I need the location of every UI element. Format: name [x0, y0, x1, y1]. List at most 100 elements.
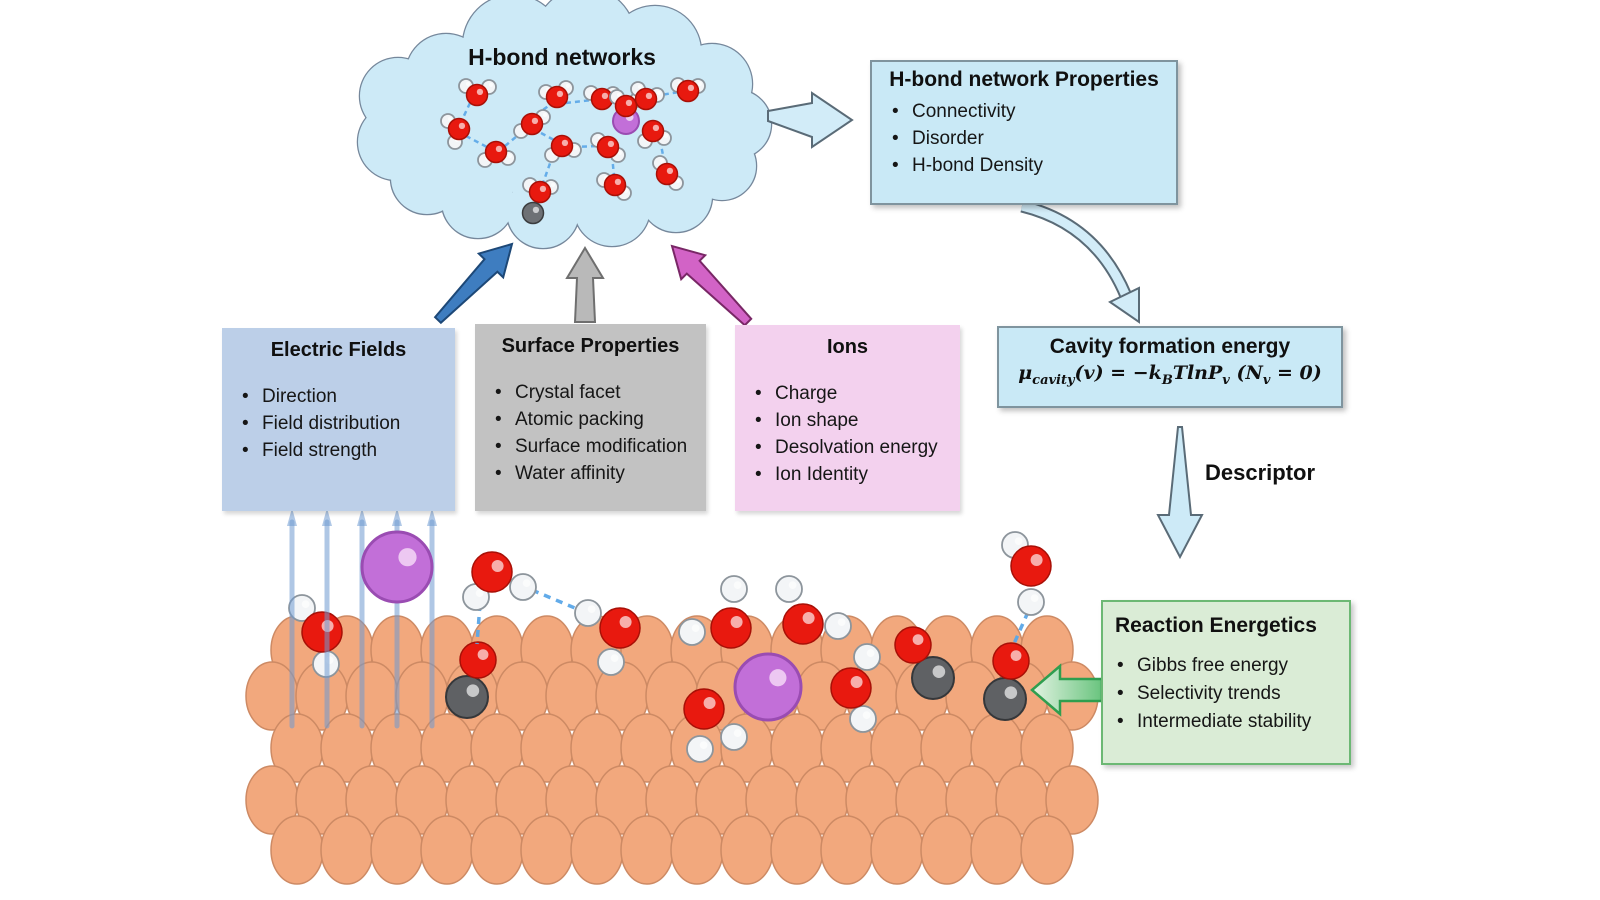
water-molecule	[462, 551, 537, 611]
oxygen-atom	[683, 688, 725, 730]
list-item: Crystal facet	[491, 379, 700, 406]
ions-list: Charge Ion shape Desolvation energy Ion …	[735, 380, 960, 488]
oxygen-atom	[471, 551, 513, 593]
list-item: Ion shape	[751, 407, 954, 434]
ion	[360, 530, 434, 604]
metal-atom	[270, 815, 324, 885]
list-item: Atomic packing	[491, 406, 700, 433]
metal-atom	[820, 815, 874, 885]
metal-atom	[1020, 713, 1074, 783]
surface-hbond-lines	[475, 588, 1030, 647]
list-item: Connectivity	[888, 98, 1170, 125]
adsorbate-atom	[983, 677, 1027, 721]
ions-title: Ions	[826, 336, 869, 358]
metal-atom	[670, 815, 724, 885]
hydrogen-atom	[509, 573, 537, 601]
formula-sub-v2: v	[1262, 372, 1271, 388]
hydrogen-bond-line	[460, 102, 472, 121]
metal-atom	[620, 815, 674, 885]
cloud-to-properties-arrow	[767, 91, 854, 149]
list-item: H-bond Density	[888, 152, 1170, 179]
hbond-properties-panel: H-bond network Properties Connectivity D…	[870, 60, 1178, 205]
ions-to-cloud-arrow	[670, 244, 753, 327]
field-line	[287, 508, 297, 729]
metal-atom	[570, 815, 624, 885]
cloud-molecules	[440, 77, 706, 225]
ion	[733, 652, 803, 722]
oxygen-atom	[301, 611, 343, 653]
cavity-energy-title: Cavity formation energy	[1049, 335, 1291, 358]
hydrogen-atom	[775, 575, 803, 603]
hbond-properties-title: H-bond network Properties	[889, 68, 1159, 91]
water-molecule	[630, 81, 665, 111]
oxygen-atom	[614, 94, 638, 118]
water-molecule	[458, 78, 497, 107]
water-molecule	[652, 155, 684, 191]
adsorbate-atom	[521, 201, 545, 225]
list-item: Direction	[238, 383, 449, 410]
reaction-energetics-panel: Reaction Energetics Gibbs free energy Se…	[1101, 600, 1351, 765]
water-molecule	[596, 172, 632, 201]
electric-to-cloud-arrow	[433, 242, 514, 325]
cloud-title: H-bond networks	[468, 44, 656, 70]
surface-to-cloud-arrow	[565, 246, 605, 323]
adsorbate	[983, 642, 1030, 721]
hydrogen-atom	[853, 643, 881, 671]
metal-atom	[320, 815, 374, 885]
oxygen-atom	[447, 117, 471, 141]
oxygen-atom	[603, 173, 627, 197]
properties-to-cavity-arrow-fill	[1020, 201, 1131, 298]
oxygen-atom	[550, 134, 574, 158]
metal-atom	[720, 815, 774, 885]
hbond-properties-list: Connectivity Disorder H-bond Density	[872, 98, 1176, 179]
list-item: Charge	[751, 380, 954, 407]
electric-fields-panel: Electric Fields Direction Field distribu…	[222, 328, 455, 511]
water-molecule	[670, 77, 706, 103]
hydrogen-bond-line	[540, 131, 555, 142]
water-molecule	[477, 140, 516, 168]
water-molecule	[574, 599, 641, 676]
water-molecule	[522, 177, 559, 204]
reaction-energetics-list: Gibbs free energy Selectivity trends Int…	[1103, 652, 1349, 736]
water-molecule	[830, 643, 881, 733]
hydrogen-bond-line	[465, 134, 488, 149]
field-line	[427, 508, 437, 729]
oxygen-atom	[1010, 545, 1052, 587]
hydrogen-atom	[824, 612, 852, 640]
surface-properties-list: Crystal facet Atomic packing Surface mod…	[475, 379, 706, 487]
formula-tlnp: TlnP	[1172, 362, 1223, 384]
formula-sub-cavity: cavity	[1032, 372, 1075, 388]
field-line	[322, 508, 332, 729]
hydrogen-atom	[686, 735, 714, 763]
hydrogen-atom	[1017, 588, 1045, 616]
metal-atom	[370, 815, 424, 885]
properties-to-cavity-arrow	[1020, 199, 1132, 299]
flow-arrows	[433, 91, 1204, 560]
oxygen-atom	[465, 83, 489, 107]
hydrogen-atom	[720, 723, 748, 751]
descriptor-label: Descriptor	[1205, 460, 1316, 485]
oxygen-atom	[894, 626, 932, 664]
ions-panel: Ions Charge Ion shape Desolvation energy…	[735, 325, 960, 511]
adsorbate-atom	[445, 675, 489, 719]
metal-atom	[520, 815, 574, 885]
water-molecule	[683, 688, 748, 763]
reaction-energetics-title: Reaction Energetics	[1115, 614, 1317, 637]
list-item: Desolvation energy	[751, 434, 954, 461]
formula-mu: μ	[1018, 362, 1033, 384]
oxygen-atom	[655, 162, 679, 186]
water-molecule	[637, 119, 672, 149]
list-item: Surface modification	[491, 433, 700, 460]
metal-atom	[770, 815, 824, 885]
surface-properties-panel: Surface Properties Crystal facet Atomic …	[475, 324, 706, 511]
cloud-shape	[356, 0, 773, 250]
formula-mid: (v) = −k	[1074, 362, 1162, 384]
oxygen-atom	[528, 180, 552, 204]
metal-atom	[870, 815, 924, 885]
list-item: Water affinity	[491, 460, 700, 487]
metal-atom	[1020, 815, 1074, 885]
water-molecule	[440, 113, 471, 150]
field-line	[357, 508, 367, 729]
